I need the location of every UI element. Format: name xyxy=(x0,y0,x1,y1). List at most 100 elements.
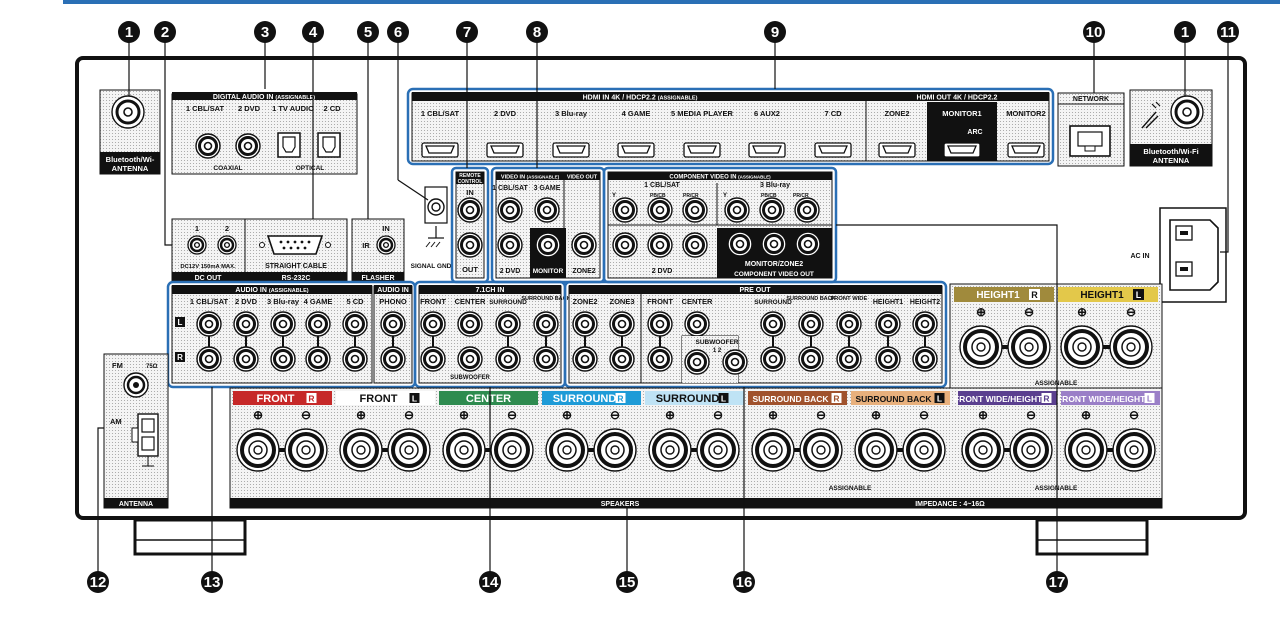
audio-in-3-r-jack[interactable] xyxy=(269,345,297,373)
height1-l-minus-terminal[interactable] xyxy=(1108,324,1154,370)
speaker-minus-terminal-2[interactable] xyxy=(489,427,535,473)
pre-out-surround-r-jack[interactable] xyxy=(759,345,787,373)
ethernet-port-icon[interactable] xyxy=(1069,125,1111,157)
pre-out-zone3-l-jack[interactable] xyxy=(608,310,636,338)
remote-in-jack[interactable] xyxy=(456,196,484,224)
antenna-connector-right-icon[interactable] xyxy=(1170,95,1204,129)
pre-out-center-jack[interactable] xyxy=(683,310,711,338)
audio-in-4-r-jack[interactable] xyxy=(304,345,332,373)
dc-out-jack-2[interactable] xyxy=(216,234,238,256)
ch71-surround-r-jack[interactable] xyxy=(494,345,522,373)
speaker-minus-terminal-3[interactable] xyxy=(592,427,638,473)
component-3-pb-jack[interactable] xyxy=(758,196,786,224)
speaker-plus-terminal-3[interactable] xyxy=(544,427,590,473)
coaxial-jack-1[interactable] xyxy=(194,132,222,160)
flasher-jack[interactable] xyxy=(375,234,397,256)
hdmi-in-port-4[interactable] xyxy=(617,142,655,158)
video-out-monitor-jack[interactable] xyxy=(534,231,562,259)
audio-in-3-l-jack[interactable] xyxy=(269,310,297,338)
pre-out-zone2-r-jack[interactable] xyxy=(571,345,599,373)
audio-in-1-l-jack[interactable] xyxy=(195,310,223,338)
component-2-y-jack[interactable] xyxy=(611,231,639,259)
audio-in-5-r-jack[interactable] xyxy=(341,345,369,373)
ch71-surround-back-r-jack[interactable] xyxy=(532,345,560,373)
speaker-plus-terminal-0[interactable] xyxy=(235,427,281,473)
component-out-pr-jack[interactable] xyxy=(794,230,822,258)
speaker-minus-terminal-8[interactable] xyxy=(1111,427,1157,473)
pre-out-surround-back-l-jack[interactable] xyxy=(797,310,825,338)
height1-r-plus-terminal[interactable] xyxy=(958,324,1004,370)
speaker-plus-terminal-8[interactable] xyxy=(1063,427,1109,473)
video-in-jack-3[interactable] xyxy=(533,196,561,224)
speaker-minus-terminal-0[interactable] xyxy=(283,427,329,473)
pre-out-zone3-r-jack[interactable] xyxy=(608,345,636,373)
speaker-plus-terminal-6[interactable] xyxy=(853,427,899,473)
ch71-surround-back-l-jack[interactable] xyxy=(532,310,560,338)
ground-terminal-icon[interactable] xyxy=(427,198,445,216)
optical-jack-1[interactable] xyxy=(277,132,301,158)
hdmi-out-port-zone2[interactable] xyxy=(878,142,916,158)
component-1-pr-jack[interactable] xyxy=(681,196,709,224)
speaker-plus-terminal-1[interactable] xyxy=(338,427,384,473)
ch71-subwoofer-jack[interactable] xyxy=(456,345,484,373)
pre-out-height1-l-jack[interactable] xyxy=(874,310,902,338)
height1-r-minus-terminal[interactable] xyxy=(1006,324,1052,370)
speaker-minus-terminal-5[interactable] xyxy=(798,427,844,473)
component-2-pr-jack[interactable] xyxy=(681,231,709,259)
video-in-jack-2[interactable] xyxy=(496,231,524,259)
speaker-plus-terminal-2[interactable] xyxy=(441,427,487,473)
height1-l-plus-terminal[interactable] xyxy=(1059,324,1105,370)
pre-out-surround-l-jack[interactable] xyxy=(759,310,787,338)
ch71-surround-l-jack[interactable] xyxy=(494,310,522,338)
component-1-pb-jack[interactable] xyxy=(646,196,674,224)
pre-out-subwoofer1-jack[interactable] xyxy=(683,348,711,376)
video-out-zone2-jack[interactable] xyxy=(570,231,598,259)
pre-out-surround-back-r-jack[interactable] xyxy=(797,345,825,373)
speaker-minus-terminal-4[interactable] xyxy=(695,427,741,473)
audio-in-4-l-jack[interactable] xyxy=(304,310,332,338)
serial-port-icon[interactable] xyxy=(259,235,331,255)
pre-out-front-l-jack[interactable] xyxy=(646,310,674,338)
speaker-minus-terminal-6[interactable] xyxy=(901,427,947,473)
component-3-y-jack[interactable] xyxy=(723,196,751,224)
pre-out-front-wide-r-jack[interactable] xyxy=(835,345,863,373)
hdmi-in-port-7[interactable] xyxy=(814,142,852,158)
component-out-pb-jack[interactable] xyxy=(760,230,788,258)
hdmi-in-port-1[interactable] xyxy=(421,142,459,158)
coaxial-jack-2[interactable] xyxy=(234,132,262,160)
power-socket-icon[interactable] xyxy=(1169,219,1219,291)
pre-out-zone2-l-jack[interactable] xyxy=(571,310,599,338)
component-3-pr-jack[interactable] xyxy=(793,196,821,224)
hdmi-in-port-2[interactable] xyxy=(486,142,524,158)
pre-out-height2-l-jack[interactable] xyxy=(911,310,939,338)
audio-in-5-l-jack[interactable] xyxy=(341,310,369,338)
ch71-front-r-jack[interactable] xyxy=(419,345,447,373)
fm-connector-icon[interactable] xyxy=(123,372,149,398)
pre-out-height1-r-jack[interactable] xyxy=(874,345,902,373)
hdmi-in-port-5[interactable] xyxy=(683,142,721,158)
pre-out-front-r-jack[interactable] xyxy=(646,345,674,373)
speaker-minus-terminal-7[interactable] xyxy=(1008,427,1054,473)
speaker-plus-terminal-4[interactable] xyxy=(647,427,693,473)
hdmi-in-port-3[interactable] xyxy=(552,142,590,158)
hdmi-in-port-6[interactable] xyxy=(748,142,786,158)
pre-out-front-wide-l-jack[interactable] xyxy=(835,310,863,338)
optical-jack-2[interactable] xyxy=(317,132,341,158)
pre-out-subwoofer2-jack[interactable] xyxy=(721,348,749,376)
antenna-connector-icon[interactable] xyxy=(111,95,145,129)
ch71-center-jack[interactable] xyxy=(456,310,484,338)
audio-in-2-l-jack[interactable] xyxy=(232,310,260,338)
hdmi-out-port-monitor2[interactable] xyxy=(1007,142,1045,158)
component-out-y-jack[interactable] xyxy=(726,230,754,258)
video-in-jack-1[interactable] xyxy=(496,196,524,224)
pre-out-height2-r-jack[interactable] xyxy=(911,345,939,373)
ch71-front-l-jack[interactable] xyxy=(419,310,447,338)
component-2-pb-jack[interactable] xyxy=(646,231,674,259)
phono-l-jack[interactable] xyxy=(379,310,407,338)
audio-in-2-r-jack[interactable] xyxy=(232,345,260,373)
speaker-minus-terminal-1[interactable] xyxy=(386,427,432,473)
remote-out-jack[interactable] xyxy=(456,231,484,259)
component-1-y-jack[interactable] xyxy=(611,196,639,224)
audio-in-1-r-jack[interactable] xyxy=(195,345,223,373)
dc-out-jack-1[interactable] xyxy=(186,234,208,256)
